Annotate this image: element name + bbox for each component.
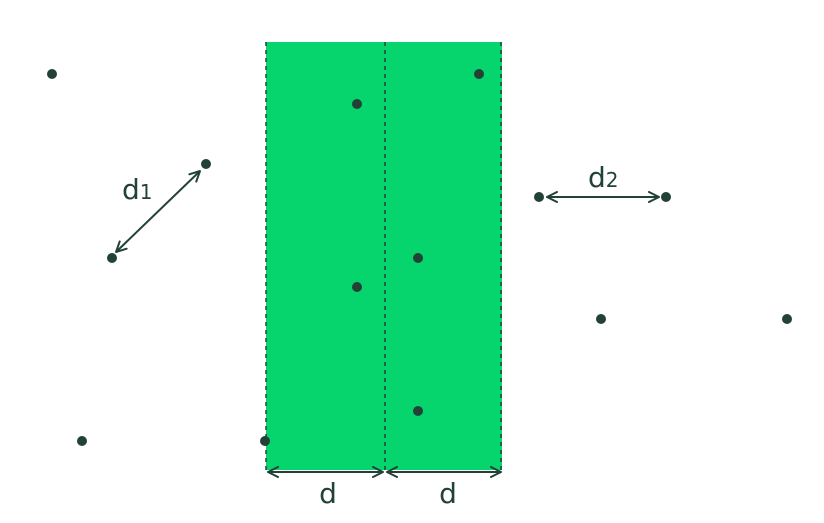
d1-label: d1 — [122, 173, 153, 206]
point — [413, 253, 423, 263]
point — [661, 192, 671, 202]
point — [413, 406, 423, 416]
point — [107, 253, 117, 263]
d1-arrow — [114, 170, 201, 253]
point — [352, 282, 362, 292]
left-half-width-label: d — [319, 477, 337, 510]
points — [47, 69, 792, 446]
point — [47, 69, 57, 79]
point — [77, 436, 87, 446]
point — [201, 159, 211, 169]
point — [782, 314, 792, 324]
point — [260, 436, 270, 446]
point — [596, 314, 606, 324]
right-half-width-label: d — [439, 477, 457, 510]
point — [352, 99, 362, 109]
point — [474, 69, 484, 79]
strip-band — [266, 42, 502, 470]
point — [534, 192, 544, 202]
d2-label: d2 — [588, 161, 619, 194]
